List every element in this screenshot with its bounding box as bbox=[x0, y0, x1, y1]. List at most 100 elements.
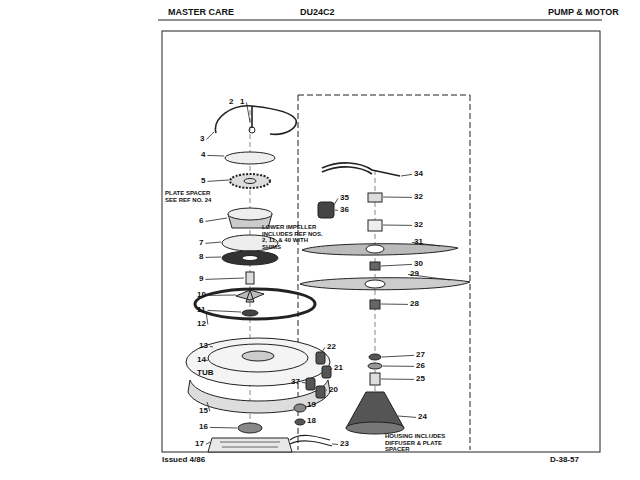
leader-line bbox=[207, 180, 229, 181]
callout-number: 12 bbox=[197, 320, 206, 329]
small-part bbox=[316, 386, 325, 398]
callout-number: 13 bbox=[199, 342, 208, 351]
leader-line bbox=[207, 155, 224, 157]
header-text: DU24C2 bbox=[300, 8, 335, 18]
housing-base bbox=[346, 422, 404, 434]
feed-tube bbox=[322, 163, 400, 176]
callout-number: 2 bbox=[229, 98, 233, 107]
callout-number: 36 bbox=[340, 206, 349, 215]
bearing bbox=[368, 220, 382, 231]
callout-number: 15 bbox=[199, 407, 208, 416]
hub bbox=[244, 179, 256, 184]
leader-line bbox=[398, 416, 416, 417]
impeller bbox=[236, 290, 264, 302]
small-part bbox=[316, 352, 325, 364]
callout-number: 7 bbox=[199, 239, 203, 248]
disk-part bbox=[225, 152, 275, 164]
leader-line bbox=[205, 242, 221, 243]
callout-number: 14 bbox=[197, 356, 206, 365]
wire-harness bbox=[215, 106, 296, 135]
leader-line bbox=[210, 346, 213, 348]
drawing-frame bbox=[162, 31, 600, 452]
callout-number: 25 bbox=[416, 375, 425, 384]
callout-number: 9 bbox=[199, 275, 203, 284]
small-part bbox=[369, 354, 381, 360]
nut bbox=[370, 262, 380, 270]
bolt bbox=[370, 373, 380, 385]
callout-number: 20 bbox=[329, 386, 338, 395]
leader-line bbox=[305, 421, 306, 423]
footer-text: D-38-57 bbox=[550, 456, 579, 465]
pump-hub bbox=[242, 351, 274, 361]
hole bbox=[242, 256, 258, 261]
pump-base-inner bbox=[208, 344, 308, 372]
hub-top bbox=[228, 208, 272, 220]
header-text: MASTER CARE bbox=[168, 8, 234, 18]
callout-number: 18 bbox=[307, 417, 316, 426]
note: TUB bbox=[197, 369, 213, 378]
callout-number: 34 bbox=[414, 170, 423, 179]
leader-line bbox=[205, 218, 227, 221]
callout-number: 6 bbox=[199, 217, 203, 226]
leader-line bbox=[326, 390, 327, 391]
leader-line bbox=[246, 102, 250, 122]
leader-line bbox=[401, 174, 412, 176]
callout-number: 16 bbox=[199, 423, 208, 432]
note: HOUSING INCLUDES DIFFUSER & PLATE SPACER bbox=[385, 433, 461, 453]
leader-line bbox=[331, 368, 332, 370]
leader-line bbox=[206, 132, 214, 139]
shaft-part bbox=[246, 272, 254, 284]
callout-number: 32 bbox=[414, 193, 423, 202]
motor-fins bbox=[220, 442, 280, 447]
callout-number: 10 bbox=[197, 291, 206, 300]
leader-line bbox=[302, 382, 306, 384]
callout-number: 21 bbox=[334, 364, 343, 373]
motor bbox=[208, 438, 292, 452]
small-part bbox=[318, 202, 334, 218]
leader-line bbox=[208, 295, 236, 296]
hub bbox=[366, 245, 384, 253]
callout-number: 37 bbox=[291, 378, 300, 387]
gasket-part bbox=[222, 251, 278, 265]
header-rule bbox=[158, 19, 602, 20]
callout-number: 19 bbox=[307, 401, 316, 410]
callout-number: 30 bbox=[414, 260, 423, 269]
leader-line bbox=[335, 210, 338, 211]
small-part bbox=[294, 404, 306, 412]
note: LOWER IMPELLER INCLUDES REF NOS. 2, 11, … bbox=[262, 224, 324, 250]
callout-number: 35 bbox=[340, 194, 349, 203]
seal-ring bbox=[195, 289, 315, 319]
note: PLATE SPACER SEE REF NO. 24 bbox=[165, 190, 223, 203]
callout-number: 11 bbox=[197, 306, 205, 315]
hub bbox=[365, 280, 385, 288]
washer bbox=[242, 310, 258, 316]
leader-line bbox=[383, 197, 412, 198]
screw bbox=[249, 127, 255, 133]
leader-line bbox=[382, 355, 414, 357]
small-part bbox=[368, 363, 382, 369]
leader-line bbox=[332, 444, 338, 445]
wire-leads bbox=[290, 435, 332, 446]
leader-line bbox=[322, 347, 325, 352]
leader-line bbox=[381, 304, 408, 305]
callout-number: 24 bbox=[418, 413, 427, 422]
callout-number: 31 bbox=[414, 238, 423, 247]
callout-number: 26 bbox=[416, 362, 425, 371]
leader-line bbox=[383, 366, 414, 367]
leader-line bbox=[381, 379, 414, 380]
callout-number: 27 bbox=[416, 351, 425, 360]
callout-number: 17 bbox=[195, 440, 204, 449]
small-part bbox=[295, 419, 305, 425]
leader-line bbox=[381, 264, 412, 266]
callout-number: 23 bbox=[340, 440, 349, 449]
callout-number: 8 bbox=[199, 253, 203, 262]
leader-line bbox=[207, 310, 241, 312]
callout-number: 5 bbox=[201, 177, 205, 186]
callout-number: 32 bbox=[414, 221, 423, 230]
leader-line bbox=[334, 198, 338, 205]
gear-part bbox=[230, 174, 270, 188]
callout-number: 1 bbox=[240, 98, 244, 107]
leader-line bbox=[206, 442, 210, 444]
nut bbox=[368, 193, 382, 202]
